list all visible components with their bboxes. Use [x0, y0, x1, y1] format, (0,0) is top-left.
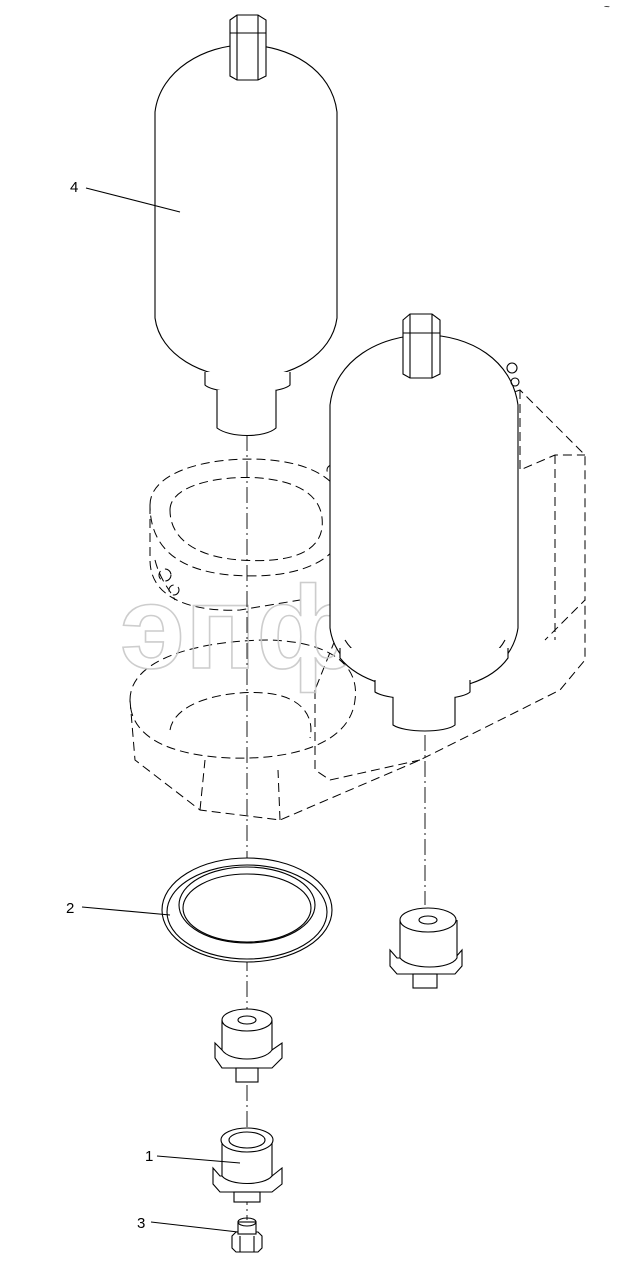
leader-2 — [81, 906, 171, 916]
accumulator-right — [329, 313, 520, 732]
leader-3 — [150, 1221, 239, 1233]
corner-mark: ~ — [604, 2, 610, 13]
leader-1 — [156, 1155, 241, 1164]
fitting-item-3 — [231, 1217, 263, 1253]
fitting-upper-left — [214, 1008, 283, 1083]
leader-4 — [85, 187, 181, 213]
callout-4: 4 — [70, 179, 78, 196]
accumulator-item-4 — [154, 14, 338, 436]
watermark: эпф TM — [119, 559, 461, 695]
callout-3: 3 — [137, 1215, 145, 1232]
callout-1: 1 — [145, 1148, 153, 1165]
watermark-text: эпф — [120, 562, 360, 694]
fitting-item-1 — [212, 1127, 283, 1203]
fitting-right — [389, 907, 463, 989]
callout-2: 2 — [66, 900, 74, 917]
seal-ring-item-2 — [161, 857, 333, 963]
